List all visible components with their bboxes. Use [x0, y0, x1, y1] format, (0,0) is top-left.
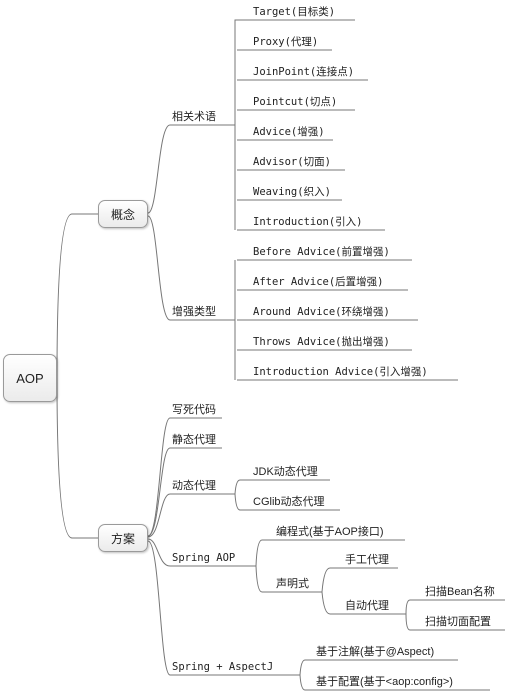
root-node-label: AOP [16, 370, 44, 386]
programmatic-node[interactable]: 编程式(基于AOP接口) [276, 526, 384, 538]
connector-concept-terms [147, 124, 235, 214]
term-introduction[interactable]: Introduction(引入) [253, 216, 363, 228]
manual-proxy-node[interactable]: 手工代理 [345, 554, 389, 566]
terms-node[interactable]: 相关术语 [172, 111, 216, 123]
term-pointcut[interactable]: Pointcut(切点) [253, 96, 338, 108]
term-proxy[interactable]: Proxy(代理) [253, 36, 319, 48]
term-weaving[interactable]: Weaving(织入) [253, 186, 331, 198]
advice-types-node[interactable]: 增强类型 [172, 306, 216, 318]
connector-solution-dynamic [147, 493, 235, 538]
dynamic-proxy-node[interactable]: 动态代理 [172, 480, 216, 492]
term-target[interactable]: Target(目标类) [253, 6, 336, 18]
aspectj-annotation-node[interactable]: 基于注解(基于@Aspect) [316, 646, 435, 658]
advice-type-before[interactable]: Before Advice(前置增强) [253, 246, 390, 258]
scan-aspect-config-node[interactable]: 扫描切面配置 [425, 616, 491, 628]
auto-proxy-node[interactable]: 自动代理 [345, 600, 389, 612]
hardcode-node[interactable]: 写死代码 [172, 404, 216, 416]
cglib-proxy-node[interactable]: CGlib动态代理 [253, 496, 325, 508]
advice-type-around[interactable]: Around Advice(环绕增强) [253, 306, 390, 318]
concept-node-label: 概念 [110, 207, 135, 222]
aspectj-config-node[interactable]: 基于配置(基于<aop:config>) [316, 676, 453, 688]
root-node-aop[interactable]: AOP [3, 354, 57, 402]
solution-node[interactable]: 方案 [98, 524, 148, 552]
connector-aop-solution [56, 377, 98, 539]
declarative-node[interactable]: 声明式 [276, 578, 309, 590]
term-joinpoint[interactable]: JoinPoint(连接点) [253, 66, 355, 78]
connector-solution-aspectj [147, 540, 300, 676]
term-advisor[interactable]: Advisor(切面) [253, 156, 331, 168]
static-proxy-node[interactable]: 静态代理 [172, 434, 216, 446]
jdk-proxy-node[interactable]: JDK动态代理 [253, 466, 318, 478]
aspectj-node[interactable]: Spring + AspectJ [172, 661, 274, 673]
spring-aop-node[interactable]: Spring AOP [172, 552, 236, 564]
connector-solution-hardcode [147, 417, 222, 537]
advice-type-after[interactable]: After Advice(后置增强) [253, 276, 384, 288]
connector-solution-static [147, 447, 222, 537]
connector-concept-types [147, 215, 235, 321]
connector-terms-leaves [234, 19, 237, 230]
term-advice[interactable]: Advice(增强) [253, 126, 325, 138]
concept-node[interactable]: 概念 [98, 200, 148, 228]
advice-type-introduction[interactable]: Introduction Advice(引入增强) [253, 366, 428, 378]
connector-aop-concept [56, 213, 98, 379]
scan-bean-name-node[interactable]: 扫描Bean名称 [425, 586, 495, 598]
connector-solution-springaop [147, 538, 256, 567]
advice-type-throws[interactable]: Throws Advice(抛出增强) [253, 336, 390, 348]
solution-node-label: 方案 [110, 531, 135, 546]
